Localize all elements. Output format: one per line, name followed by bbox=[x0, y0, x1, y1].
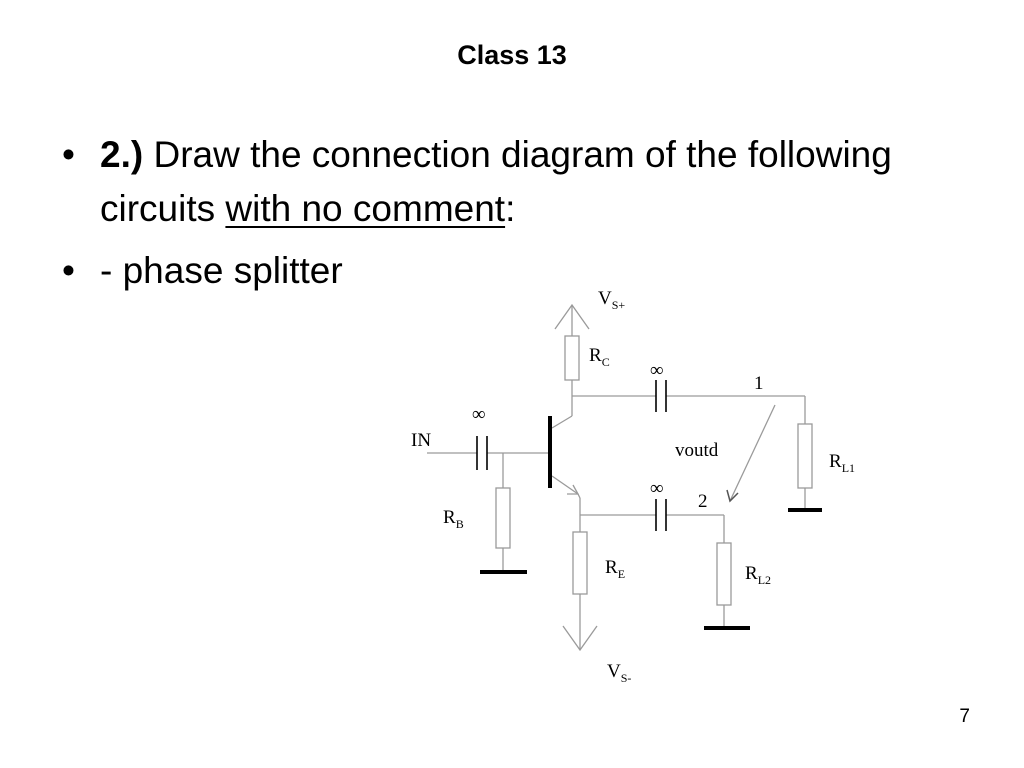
transistor-emitter-lead bbox=[551, 475, 579, 495]
rl1-resistor bbox=[797, 423, 813, 489]
rl2-resistor bbox=[716, 542, 732, 606]
voutd-label: voutd bbox=[675, 440, 719, 461]
bullet-marker: • bbox=[62, 134, 75, 175]
rb-label: RB bbox=[443, 507, 464, 531]
question-text-b: : bbox=[505, 188, 516, 229]
re-resistor bbox=[572, 531, 588, 595]
vs-plus-label: VS+ bbox=[598, 288, 625, 312]
node-1-label: 1 bbox=[754, 373, 764, 394]
rl1-label: RL1 bbox=[829, 451, 855, 475]
rl2-label: RL2 bbox=[745, 563, 771, 587]
vs-minus-label: VS- bbox=[607, 661, 631, 685]
voutd-arrow-icon bbox=[726, 489, 739, 503]
bullet-item-question: • 2.) Draw the connection diagram of the… bbox=[62, 128, 962, 236]
bullet-list: • 2.) Draw the connection diagram of the… bbox=[62, 128, 962, 306]
bullet-marker: • bbox=[62, 250, 75, 291]
input-capacitor-infinity-label: ∞ bbox=[472, 404, 486, 425]
rb-resistor bbox=[495, 487, 511, 549]
question-number: 2.) bbox=[100, 134, 144, 175]
transistor-collector-lead bbox=[551, 415, 573, 429]
circuit-dark-parts bbox=[476, 380, 822, 630]
output1-capacitor-infinity-label: ∞ bbox=[650, 360, 664, 381]
phase-splitter-text: - phase splitter bbox=[100, 250, 343, 291]
rc-label: RC bbox=[589, 345, 610, 369]
voutd-pointer-line bbox=[729, 404, 776, 502]
vs-minus-arrow bbox=[562, 625, 598, 652]
page-number: 7 bbox=[959, 706, 970, 727]
rc-resistor bbox=[564, 335, 580, 381]
circuit-labels: VS+ RC ∞ 1 ∞ IN voutd RL1 ∞ 2 RB RE RL2 … bbox=[411, 288, 855, 685]
output2-capacitor-infinity-label: ∞ bbox=[650, 478, 664, 499]
input-label: IN bbox=[411, 430, 431, 451]
bullet-item-phase-splitter: • - phase splitter bbox=[62, 244, 962, 298]
circuit-wires bbox=[427, 303, 813, 652]
slide-title: Class 13 bbox=[457, 40, 567, 70]
re-label: RE bbox=[605, 557, 625, 581]
question-text-a: Draw the connection diagram of the follo… bbox=[100, 134, 892, 229]
emitter-wire-bend bbox=[577, 493, 581, 499]
node-2-label: 2 bbox=[698, 491, 708, 512]
question-underlined-text: with no comment bbox=[225, 188, 506, 229]
